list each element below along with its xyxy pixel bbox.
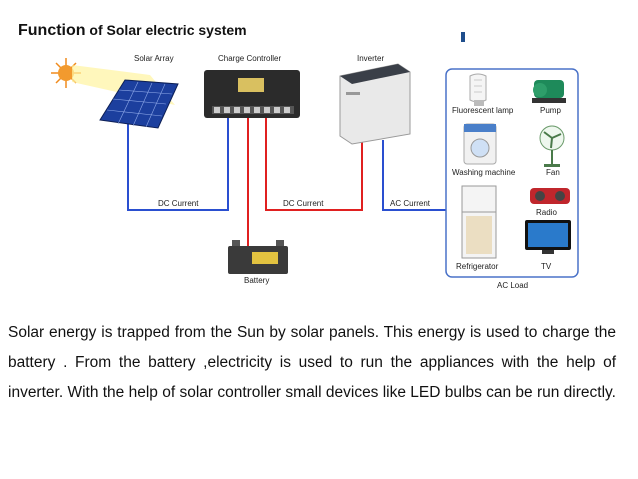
label-fluorescent-lamp: Fluorescent lamp (452, 106, 514, 115)
label-solar-array: Solar Array (134, 54, 174, 63)
solar-system-diagram: Solar Array Charge Controller Inverter B… (0, 40, 638, 300)
fan-icon (539, 125, 565, 167)
label-pump: Pump (540, 106, 561, 115)
label-charge-controller: Charge Controller (218, 54, 282, 63)
label-dc-current-2: DC Current (283, 199, 324, 208)
description-paragraph: Solar energy is trapped from the Sun by … (8, 318, 616, 408)
title-rest: of Solar electric system (85, 22, 247, 38)
wire-ac (382, 140, 446, 211)
label-washing-machine: Washing machine (452, 168, 516, 177)
label-tv: TV (541, 262, 552, 271)
label-fan: Fan (546, 168, 560, 177)
pump-icon (532, 80, 566, 103)
inverter-icon (339, 63, 411, 145)
title-bold: Function (18, 22, 86, 39)
charge-controller-icon (204, 70, 300, 118)
fluorescent-lamp-icon (469, 73, 487, 106)
label-dc-current-1: DC Current (158, 199, 199, 208)
solar-panel-icon (99, 79, 179, 129)
battery-icon (228, 240, 288, 274)
label-battery: Battery (244, 276, 270, 285)
label-refrigerator: Refrigerator (456, 262, 499, 271)
washing-machine-icon (463, 123, 497, 165)
label-ac-load: AC Load (497, 281, 529, 290)
page-title: Function of Solar electric system (18, 22, 247, 40)
label-ac-current: AC Current (390, 199, 431, 208)
label-inverter: Inverter (357, 54, 385, 63)
wire-panel-neg (127, 110, 229, 211)
slide-marker (461, 32, 465, 42)
wire-controller-inverter-pos (265, 116, 363, 211)
label-radio: Radio (536, 208, 557, 217)
paragraph-text: Solar energy is trapped from the Sun by … (8, 324, 616, 401)
radio-icon (530, 188, 570, 204)
tv-icon (525, 220, 571, 254)
refrigerator-icon (461, 185, 497, 259)
diagram-canvas (51, 58, 579, 278)
